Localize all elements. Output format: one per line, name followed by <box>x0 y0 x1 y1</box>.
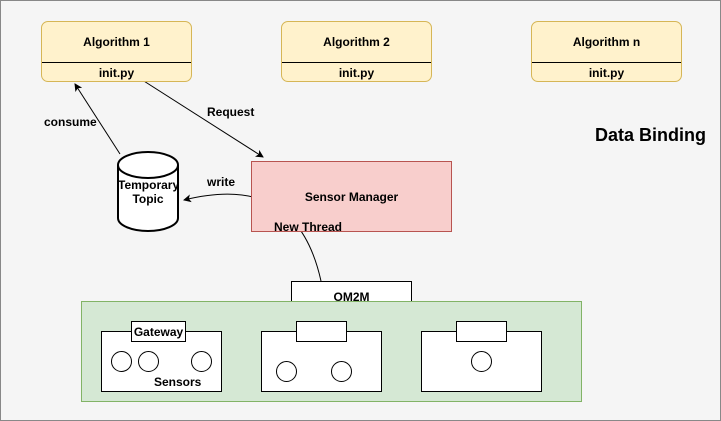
gateway-label: Gateway <box>131 321 186 342</box>
consume-arrow <box>74 83 121 155</box>
request-arrow <box>135 75 264 158</box>
algorithm-1-file: init.py <box>98 65 135 80</box>
temporary-topic-line-2: Topic <box>132 192 164 206</box>
temporary-topic-line-1: Temporary <box>118 178 180 192</box>
temporary-topic-label: Temporary Topic <box>118 178 180 206</box>
sensor-circle <box>471 351 492 372</box>
algorithm-n-file: init.py <box>588 65 625 80</box>
temporary-topic-cylinder <box>117 151 179 232</box>
algorithm-2-name: Algorithm 2 <box>282 22 431 63</box>
algorithm-2-file: init.py <box>338 65 375 80</box>
sensors-label: Sensors <box>154 375 202 389</box>
sensor-circle <box>191 351 212 372</box>
algorithm-n-name: Algorithm n <box>532 22 681 63</box>
algorithm-2-box[interactable]: Algorithm 2 init.py <box>281 21 432 82</box>
write-label: write <box>207 175 236 189</box>
sensor-circle <box>331 361 352 382</box>
om2m-label: OM2M <box>333 289 370 304</box>
diagram-title: Data Binding <box>595 125 706 145</box>
algorithm-n-box[interactable]: Algorithm n init.py <box>531 21 682 82</box>
gateway-2-header <box>296 321 347 342</box>
sensor-manager-label: Sensor Manager <box>304 189 399 204</box>
sensor-manager-box[interactable]: Sensor Manager <box>251 161 452 232</box>
consume-label: consume <box>44 115 97 129</box>
new-thread-label: New Thread <box>274 220 343 234</box>
sensor-circle <box>138 351 159 372</box>
algorithm-1-name: Algorithm 1 <box>42 22 191 63</box>
sensor-circle <box>276 361 297 382</box>
request-label: Request <box>207 105 255 119</box>
sensor-circle <box>111 351 132 372</box>
algorithm-1-box[interactable]: Algorithm 1 init.py <box>41 21 192 82</box>
gateway-3-header <box>456 321 507 342</box>
